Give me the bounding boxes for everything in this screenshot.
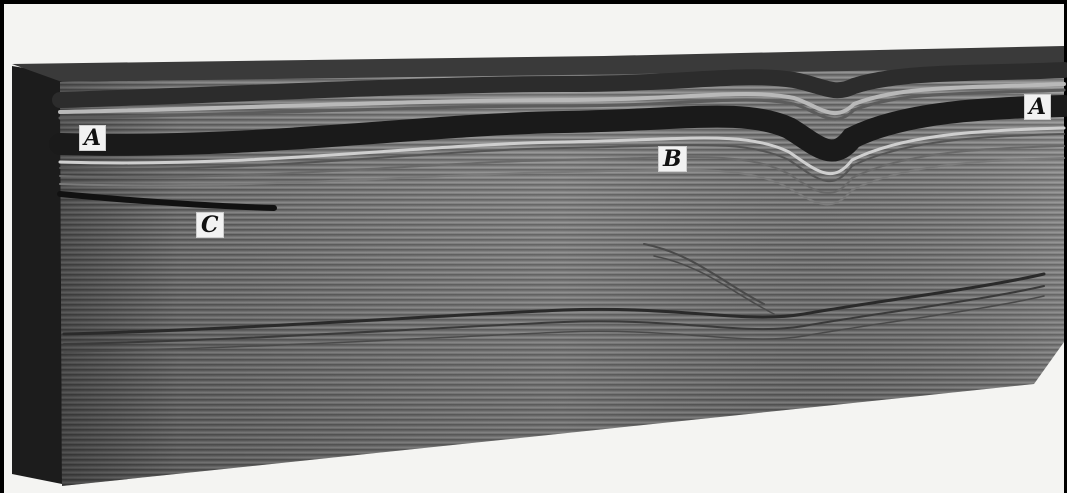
label-b: B <box>658 146 687 172</box>
block-side <box>12 66 62 484</box>
label-a-right: A <box>1024 94 1051 120</box>
label-a-left: A <box>79 125 106 151</box>
label-c: C <box>196 212 224 238</box>
layered-block-photo <box>4 4 1067 497</box>
